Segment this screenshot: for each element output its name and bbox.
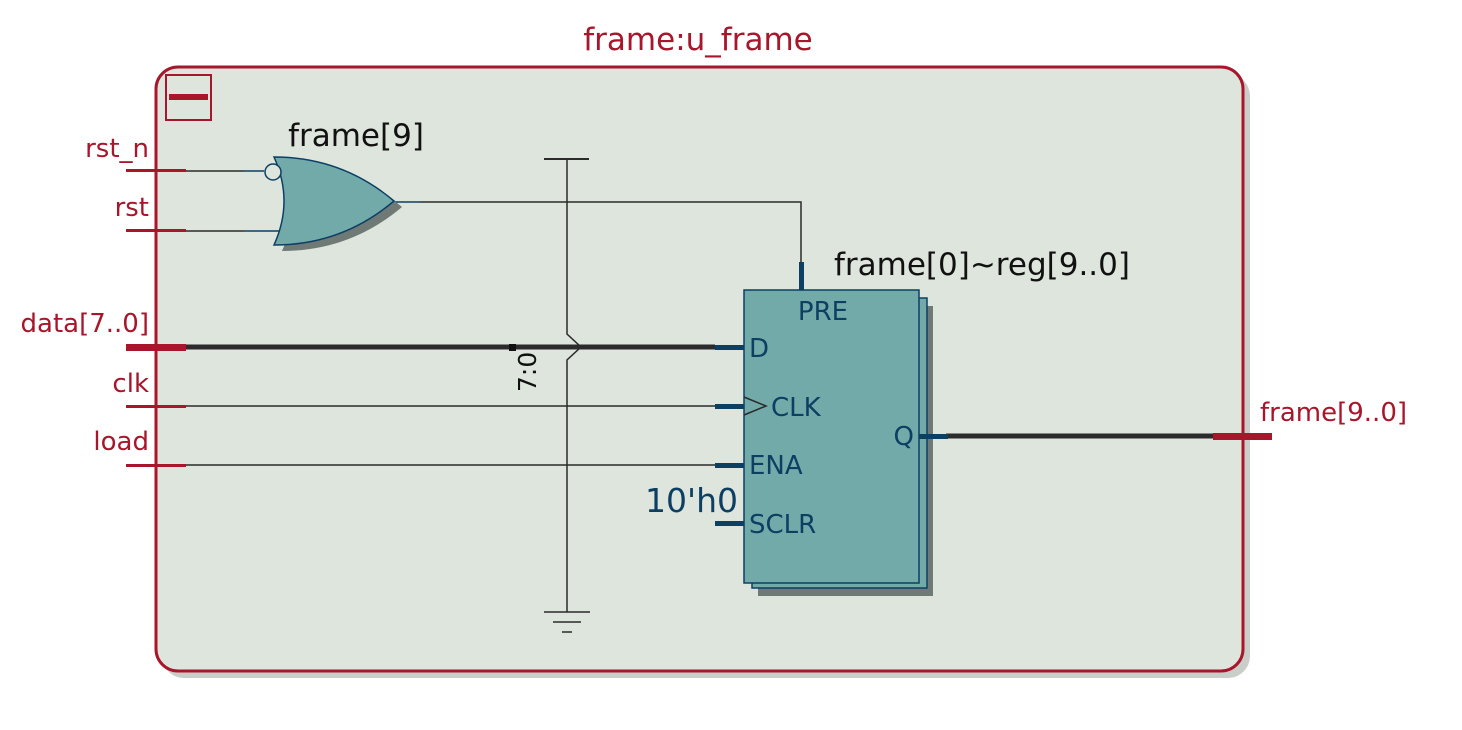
bus-slice-marker	[509, 344, 516, 351]
sclr-constant: 10'h0	[645, 481, 738, 520]
port-label-ena: ENA	[749, 451, 803, 481]
port-label-q: Q	[894, 422, 914, 452]
input-pin-rst-n[interactable]	[126, 169, 186, 172]
wires	[186, 158, 1213, 612]
output-pin-frame[interactable]	[1213, 433, 1272, 440]
inverter-bubble	[264, 163, 282, 181]
bus-slice-label: 7:0	[513, 352, 542, 392]
pin-pre	[799, 262, 804, 290]
wire-or-to-pre	[420, 201, 802, 262]
port-label-sclr: SCLR	[749, 510, 816, 540]
port-label-clk: CLK	[771, 393, 822, 423]
input-label-rst-n: rst_n	[85, 134, 149, 164]
clock-triangle-icon	[743, 396, 768, 416]
port-label-d: D	[749, 334, 769, 364]
pin-clk	[715, 404, 744, 409]
input-pin-clk[interactable]	[126, 405, 186, 408]
input-label-rst: rst	[115, 193, 149, 223]
port-label-pre: PRE	[798, 297, 848, 327]
input-pin-load[interactable]	[126, 464, 186, 467]
pin-sclr	[715, 521, 744, 526]
pin-q	[919, 434, 948, 439]
register-block[interactable]	[743, 289, 933, 596]
input-pin-data[interactable]	[126, 344, 186, 351]
or-gate-icon[interactable]	[264, 156, 402, 251]
register-label: frame[0]~reg[9..0]	[834, 247, 1130, 283]
module-box[interactable]	[154, 65, 1245, 673]
pin-ena	[715, 463, 744, 468]
pin-d	[715, 345, 744, 350]
output-label-frame: frame[9..0]	[1260, 398, 1407, 428]
register-port-pins	[715, 262, 948, 526]
or-gate-label: frame[9]	[288, 118, 424, 154]
ground-icon	[544, 611, 590, 633]
input-pin-rst[interactable]	[126, 229, 186, 232]
input-label-load: load	[93, 427, 149, 457]
wire-const-bus	[566, 159, 583, 612]
minus-icon[interactable]	[165, 74, 212, 121]
input-label-clk: clk	[112, 369, 149, 399]
module-title: frame:u_frame	[583, 22, 812, 58]
input-label-data: data[7..0]	[21, 309, 149, 339]
